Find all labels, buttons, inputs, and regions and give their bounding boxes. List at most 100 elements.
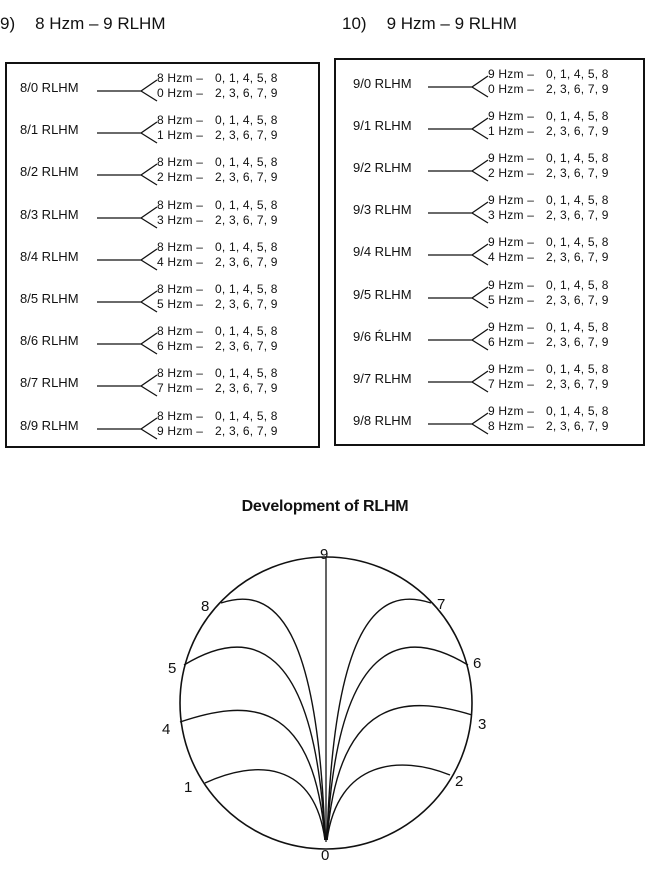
branch-digits: 2, 3, 6, 7, 9 bbox=[215, 339, 278, 354]
branch-top: 8 Hzm –0, 1, 4, 5, 8 bbox=[157, 366, 278, 380]
branch-digits: 2, 3, 6, 7, 9 bbox=[546, 250, 609, 265]
branch-digits: 2, 3, 6, 7, 9 bbox=[215, 86, 278, 100]
fork-connector bbox=[428, 159, 489, 182]
branch-hz: 8 Hzm – bbox=[157, 408, 204, 423]
branch-hz: 9 Hzm – bbox=[488, 151, 535, 166]
section-number: 10) bbox=[342, 14, 367, 33]
branch-bottom: 1 Hzm – 2, 3, 6, 7, 9 bbox=[157, 128, 278, 142]
branch-digits: 0, 1, 4, 5, 8 bbox=[546, 67, 609, 81]
branch-bottom: 0 Hzm –2, 3, 6, 7, 9 bbox=[157, 86, 278, 100]
fork-connector bbox=[97, 248, 158, 271]
branch-hz: 1 Hzm – bbox=[157, 128, 204, 143]
fork-connector bbox=[97, 332, 158, 355]
branch-hz: 8 Hzm – bbox=[157, 324, 204, 339]
branch-bottom: 0 Hzm – 2, 3, 6, 7, 9 bbox=[488, 82, 609, 96]
branch-hz: 8 Hzm – bbox=[157, 113, 204, 128]
branch-top: 9 Hzm –0, 1, 4, 5, 8 bbox=[488, 278, 609, 292]
rlhm-label: 8/7 RLHM bbox=[20, 375, 79, 391]
branch-hz: 1 Hzm – bbox=[488, 124, 535, 139]
branch-top: 8 Hzm –0, 1, 4, 5, 8 bbox=[157, 71, 278, 85]
rlhm-label: 9/5 RLHM bbox=[353, 286, 412, 302]
branch-digits: 2, 3, 6, 7, 9 bbox=[215, 128, 278, 143]
branch-hz: 6 Hzm – bbox=[157, 339, 204, 354]
branch-digits: 2, 3, 6, 7, 9 bbox=[546, 292, 609, 307]
branch-digits: 0, 1, 4, 5, 8 bbox=[215, 239, 278, 254]
branch-hz: 9 Hzm – bbox=[488, 67, 535, 81]
branch-hz: 6 Hzm – bbox=[488, 334, 535, 349]
branch-hz: 8 Hzm – bbox=[157, 366, 204, 381]
rlhm-label: 9/8 RLHM bbox=[353, 412, 412, 428]
curve-6 bbox=[326, 646, 469, 841]
label-6: 6 bbox=[473, 655, 481, 672]
branch-digits: 0, 1, 4, 5, 8 bbox=[215, 282, 278, 296]
branch-bottom: 1 Hzm –2, 3, 6, 7, 9 bbox=[488, 124, 609, 138]
section-title: 8 Hzm – 9 RLHM bbox=[35, 14, 166, 33]
branch-top: 8 Hzm –0, 1, 4, 5, 8 bbox=[157, 155, 278, 169]
branch-hz: 0 Hzm – bbox=[488, 82, 535, 96]
rlhm-label: 9/3 RLHM bbox=[353, 202, 412, 218]
branch-hz: 2 Hzm – bbox=[488, 166, 535, 181]
branch-hz: 9 Hzm – bbox=[488, 277, 535, 292]
branch-hz: 8 Hzm – bbox=[157, 282, 204, 296]
branch-digits: 0, 1, 4, 5, 8 bbox=[215, 113, 278, 128]
rlhm-label: 8/2 RLHM bbox=[20, 164, 79, 180]
label-4: 4 bbox=[162, 721, 170, 738]
rlhm-label: 9/0 RLHM bbox=[353, 76, 412, 91]
curve-2 bbox=[326, 764, 451, 841]
branch-hz: 8 Hzm – bbox=[157, 155, 204, 170]
branch-hz: 7 Hzm – bbox=[157, 381, 204, 396]
branch-digits: 0, 1, 4, 5, 8 bbox=[546, 151, 609, 166]
section-title: 9 Hzm – 9 RLHM bbox=[386, 14, 517, 33]
branch-top: 9 Hzm – 0, 1, 4, 5, 8 bbox=[488, 151, 609, 165]
branch-hz: 9 Hzm – bbox=[157, 423, 204, 438]
label-2: 2 bbox=[455, 773, 463, 790]
branch-top: 8 Hzm – 0, 1, 4, 5, 8 bbox=[157, 240, 278, 254]
branch-bottom: 7 Hzm –2, 3, 6, 7, 9 bbox=[157, 381, 278, 395]
branch-bottom: 2 Hzm –2, 3, 6, 7, 9 bbox=[157, 170, 278, 184]
rlhm-development-diagram: 9 0 8 7 5 6 4 3 1 2 bbox=[162, 546, 486, 864]
fork-connector bbox=[97, 121, 158, 144]
fork-connector bbox=[428, 328, 489, 351]
branch-bottom: 7 Hzm – 2, 3, 6, 7, 9 bbox=[488, 377, 609, 391]
branch-hz: 8 Hzm – bbox=[157, 71, 204, 85]
branch-digits: 2, 3, 6, 7, 9 bbox=[546, 82, 609, 96]
branch-hz: 8 Hzm – bbox=[157, 239, 204, 254]
curve-5 bbox=[183, 646, 326, 841]
label-5: 5 bbox=[168, 660, 176, 677]
branch-hz: 7 Hzm – bbox=[488, 376, 535, 391]
fork-connector bbox=[428, 285, 489, 309]
label-3: 3 bbox=[478, 716, 486, 733]
branch-hz: 9 Hzm – bbox=[488, 235, 535, 250]
branch-digits: 0, 1, 4, 5, 8 bbox=[546, 193, 609, 208]
branch-hz: 5 Hzm – bbox=[488, 292, 535, 307]
outer-circle bbox=[179, 556, 473, 850]
rlhm-label: 9/1 RLHM bbox=[353, 118, 412, 134]
branch-bottom: 5 Hzm – 2, 3, 6, 7, 9 bbox=[488, 293, 609, 307]
branch-digits: 0, 1, 4, 5, 8 bbox=[215, 197, 278, 212]
curve-1 bbox=[204, 769, 326, 841]
branch-top: 9 Hzm –0, 1, 4, 5, 8 bbox=[488, 404, 609, 418]
curve-3 bbox=[326, 705, 473, 841]
fork-connector bbox=[97, 374, 158, 397]
branch-bottom: 3 Hzm –2, 3, 6, 7, 9 bbox=[488, 208, 609, 222]
curve-4 bbox=[179, 709, 326, 841]
branch-bottom: 4 Hzm –2, 3, 6, 7, 9 bbox=[488, 250, 609, 264]
branch-top: 9 Hzm –0, 1, 4, 5, 8 bbox=[488, 193, 609, 207]
branch-digits: 0, 1, 4, 5, 8 bbox=[546, 319, 609, 334]
branch-hz: 2 Hzm – bbox=[157, 170, 204, 185]
branch-digits: 2, 3, 6, 7, 9 bbox=[546, 376, 609, 391]
label-7: 7 bbox=[437, 596, 445, 613]
branch-top: 8 Hzm – 0, 1, 4, 5, 8 bbox=[157, 113, 278, 127]
fork-connector bbox=[97, 206, 158, 229]
rlhm-label: 9/2 RLHM bbox=[353, 160, 412, 176]
